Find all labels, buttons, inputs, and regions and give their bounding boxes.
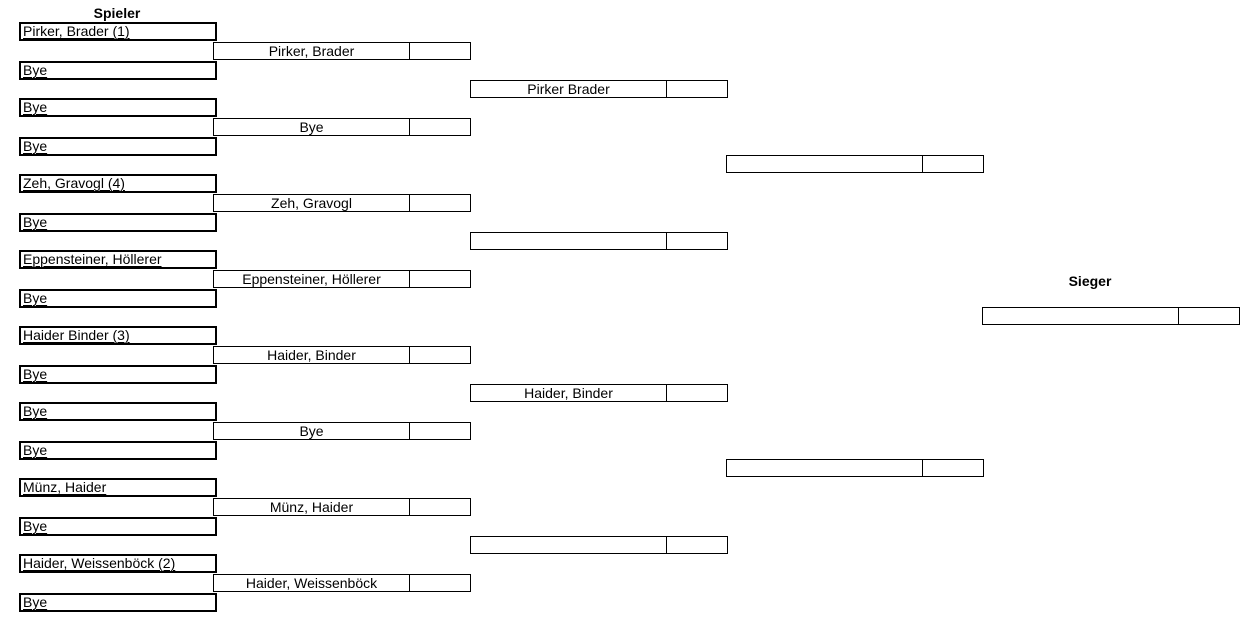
round4-score-cell[interactable] <box>923 156 983 172</box>
round1-entry-label: Bye <box>23 290 48 306</box>
round1-entry-label: Haider, Weissenböck (2) <box>23 555 176 571</box>
round1-entry[interactable]: Bye <box>19 289 217 308</box>
round2-score-cell[interactable] <box>410 43 470 59</box>
round4-score-cell[interactable] <box>923 460 983 476</box>
round4-match-box[interactable] <box>726 459 984 477</box>
round1-entry[interactable]: Pirker, Brader (1) <box>19 22 217 41</box>
final-match-box[interactable] <box>982 307 1240 325</box>
round2-team-name: Haider, Binder <box>214 347 410 363</box>
round2-score-cell[interactable] <box>410 347 470 363</box>
round3-score-cell[interactable] <box>667 233 727 249</box>
round2-team-name: Bye <box>214 423 410 439</box>
round1-entry[interactable]: Bye <box>19 213 217 232</box>
round1-entry[interactable]: Bye <box>19 402 217 421</box>
round3-score-cell[interactable] <box>667 385 727 401</box>
round2-score-cell[interactable] <box>410 195 470 211</box>
round3-team-name <box>471 537 667 553</box>
round1-entry[interactable]: Zeh, Gravogl (4) <box>19 174 217 193</box>
round2-match-box[interactable]: Bye <box>213 422 471 440</box>
round2-match-box[interactable]: Haider, Weissenböck <box>213 574 471 592</box>
round2-match-box[interactable]: Pirker, Brader <box>213 42 471 60</box>
round1-entry[interactable]: Münz, Haider <box>19 478 217 497</box>
round4-match-box[interactable] <box>726 155 984 173</box>
round3-match-box[interactable] <box>470 232 728 250</box>
final-team-name <box>983 308 1179 324</box>
round3-match-box[interactable] <box>470 536 728 554</box>
round2-match-box[interactable]: Münz, Haider <box>213 498 471 516</box>
round1-entry-label: Bye <box>23 403 48 419</box>
round1-entry-label: Bye <box>23 594 48 610</box>
round2-score-cell[interactable] <box>410 499 470 515</box>
round3-team-name: Pirker Brader <box>471 81 667 97</box>
round1-entry[interactable]: Bye <box>19 137 217 156</box>
round2-team-name: Münz, Haider <box>214 499 410 515</box>
round1-entry-label: Pirker, Brader (1) <box>23 23 130 39</box>
players-header: Spieler <box>93 5 141 21</box>
round1-entry-label: Bye <box>23 518 48 534</box>
round3-score-cell[interactable] <box>667 537 727 553</box>
round1-entry[interactable]: Bye <box>19 61 217 80</box>
round2-match-box[interactable]: Eppensteiner, Höllerer <box>213 270 471 288</box>
round4-team-name <box>727 156 923 172</box>
round1-entry-label: Bye <box>23 366 48 382</box>
round1-entry-label: Eppensteiner, Höllerer <box>23 251 162 267</box>
round2-score-cell[interactable] <box>410 575 470 591</box>
round1-entry-label: Bye <box>23 62 48 78</box>
round1-entry[interactable]: Haider Binder (3) <box>19 326 217 345</box>
round2-team-name: Haider, Weissenböck <box>214 575 410 591</box>
round1-entry[interactable]: Eppensteiner, Höllerer <box>19 250 217 269</box>
round1-entry-label: Haider Binder (3) <box>23 327 130 343</box>
round1-entry-label: Bye <box>23 442 48 458</box>
round2-score-cell[interactable] <box>410 119 470 135</box>
round1-entry[interactable]: Bye <box>19 365 217 384</box>
round1-entry[interactable]: Bye <box>19 517 217 536</box>
round2-team-name: Bye <box>214 119 410 135</box>
round2-match-box[interactable]: Zeh, Gravogl <box>213 194 471 212</box>
winner-header: Sieger <box>1068 273 1112 289</box>
round1-entry-label: Bye <box>23 99 48 115</box>
round2-score-cell[interactable] <box>410 271 470 287</box>
round2-match-box[interactable]: Haider, Binder <box>213 346 471 364</box>
final-score-cell[interactable] <box>1179 308 1239 324</box>
round1-entry-label: Zeh, Gravogl (4) <box>23 175 125 191</box>
round2-match-box[interactable]: Bye <box>213 118 471 136</box>
round1-entry-label: Münz, Haider <box>23 479 107 495</box>
round3-team-name <box>471 233 667 249</box>
round4-team-name <box>727 460 923 476</box>
round1-entry-label: Bye <box>23 138 48 154</box>
round2-score-cell[interactable] <box>410 423 470 439</box>
round2-team-name: Zeh, Gravogl <box>214 195 410 211</box>
round1-entry[interactable]: Bye <box>19 98 217 117</box>
round1-entry-label: Bye <box>23 214 48 230</box>
round3-team-name: Haider, Binder <box>471 385 667 401</box>
round1-entry[interactable]: Bye <box>19 441 217 460</box>
round1-entry[interactable]: Bye <box>19 593 217 612</box>
round2-team-name: Pirker, Brader <box>214 43 410 59</box>
round3-match-box[interactable]: Haider, Binder <box>470 384 728 402</box>
round2-team-name: Eppensteiner, Höllerer <box>214 271 410 287</box>
round1-entry[interactable]: Haider, Weissenböck (2) <box>19 554 217 573</box>
round3-score-cell[interactable] <box>667 81 727 97</box>
round3-match-box[interactable]: Pirker Brader <box>470 80 728 98</box>
